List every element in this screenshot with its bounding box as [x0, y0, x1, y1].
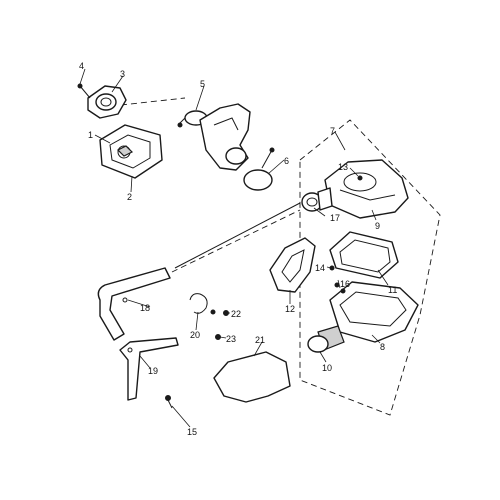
part-12-intake-duct: [269, 237, 316, 293]
part-19-bracket: [119, 337, 179, 401]
part-21-plate: [213, 351, 291, 403]
callout-22: 22: [231, 309, 241, 319]
part-17-grommet: [301, 187, 333, 212]
callout-13: 13: [338, 162, 348, 172]
part-22-bolt: [223, 310, 229, 316]
part-20-clip: [189, 293, 216, 315]
breather-line-solid: [174, 202, 301, 269]
part-15-bolt: [165, 395, 173, 409]
callout-15: 15: [187, 427, 197, 437]
part-9-airbox-cover: [324, 159, 409, 219]
callout-10: 10: [322, 363, 332, 373]
group-7-boundary: [299, 119, 441, 416]
callout-20: 20: [190, 330, 200, 340]
breather-line: [171, 209, 301, 273]
callout-7: 7: [330, 126, 335, 136]
part-18-hose: [97, 267, 171, 341]
callout-8: 8: [380, 342, 385, 352]
vacuum-line: [120, 97, 186, 106]
callout-18: 18: [140, 303, 150, 313]
callout-3: 3: [120, 69, 125, 79]
part-16-screw-a: [334, 282, 340, 288]
callout-17: 17: [330, 213, 340, 223]
callout-21: 21: [255, 335, 265, 345]
callout-4: 4: [79, 61, 84, 71]
callout-23: 23: [226, 334, 236, 344]
callout-1: 1: [88, 130, 93, 140]
leader-lines: [79, 68, 389, 428]
callout-5: 5: [200, 79, 205, 89]
callout-2: 2: [127, 192, 132, 202]
callout-6: 6: [284, 156, 289, 166]
part-6-clamp: [243, 147, 275, 191]
part-13-screw: [357, 175, 363, 181]
callout-14: 14: [315, 263, 325, 273]
callout-12: 12: [285, 304, 295, 314]
callout-19: 19: [148, 366, 158, 376]
part-2-carburetor: [99, 124, 163, 179]
part-11-filter-element: [329, 231, 399, 279]
part-3-throttle-body: [77, 83, 127, 119]
part-8-airbox-case: [307, 281, 419, 353]
intake-manifold: [199, 103, 251, 171]
callout-9: 9: [375, 221, 380, 231]
callout-labels: 4 3 5 1 2 6 7 13 17 9 14 16 11 12 8 10 1…: [79, 61, 397, 437]
part-16-screw-b: [340, 288, 346, 294]
part-23-nut: [215, 334, 221, 340]
callout-16: 16: [340, 279, 350, 289]
callout-11: 11: [388, 285, 397, 295]
